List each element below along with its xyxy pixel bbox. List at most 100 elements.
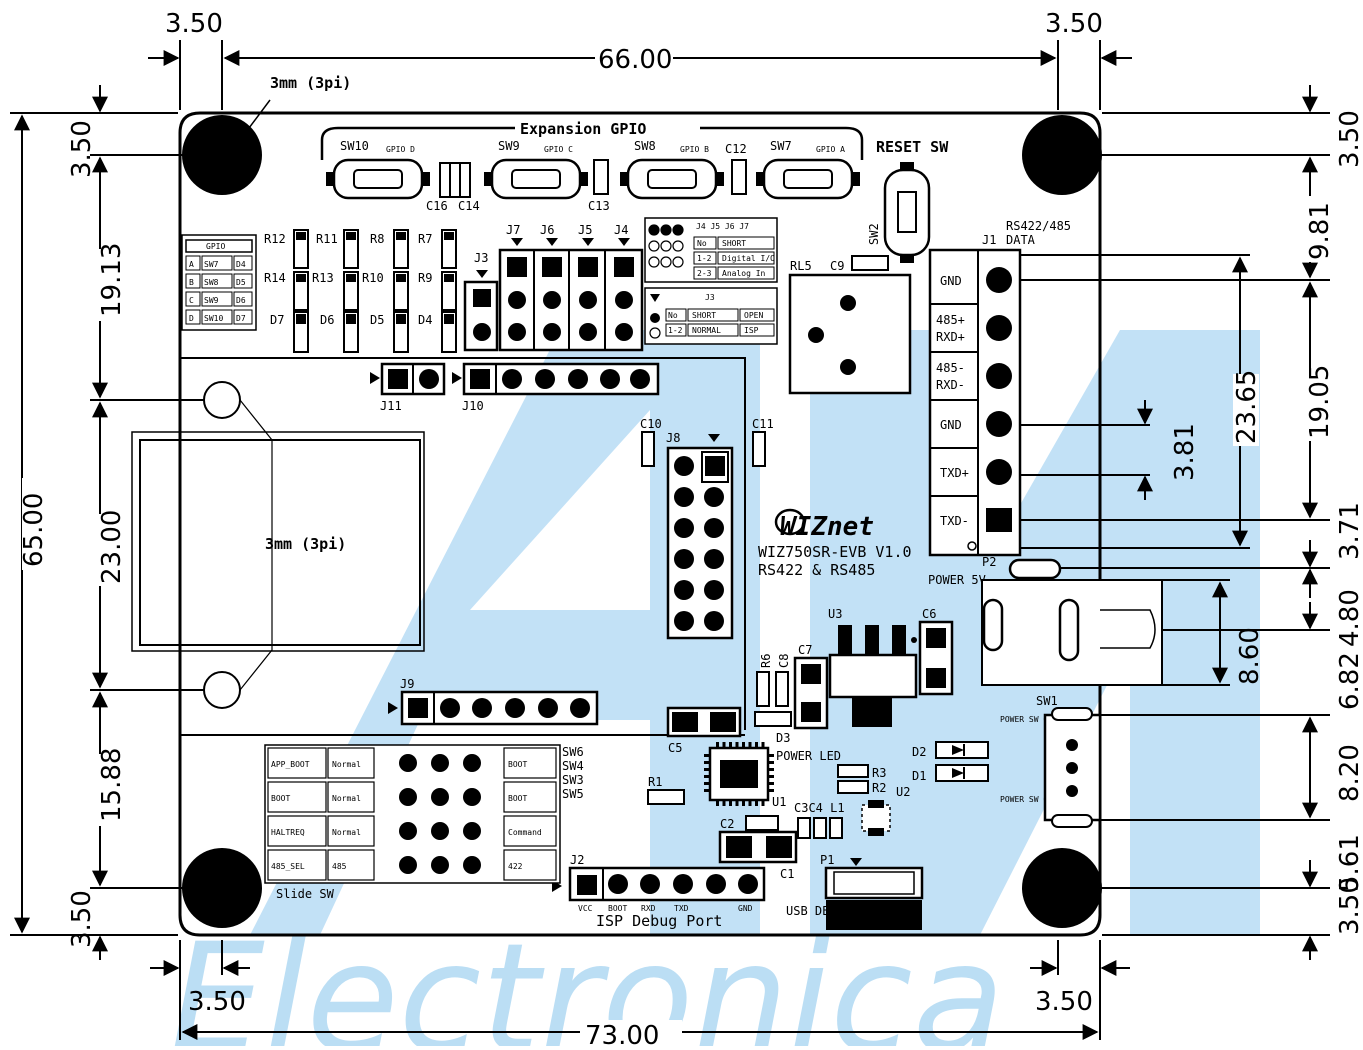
svg-text:R13: R13 <box>312 271 334 285</box>
svg-text:D1: D1 <box>912 769 926 783</box>
svg-text:3.50: 3.50 <box>1335 110 1363 168</box>
legend-header: J4 J5 J6 J7 <box>696 222 749 231</box>
svg-text:D7: D7 <box>270 313 284 327</box>
j8-pins <box>674 451 729 631</box>
pin <box>630 369 650 389</box>
svg-text:R9: R9 <box>418 271 432 285</box>
slide-right: BOOT <box>508 794 527 803</box>
svg-text:19.13: 19.13 <box>97 243 127 317</box>
terminal-label: RXD- <box>936 378 965 392</box>
svg-text:Expansion GPIO: Expansion GPIO <box>520 120 646 138</box>
usb-connector: P1 USB DEBUG <box>786 853 924 930</box>
slide-left: Normal <box>332 760 361 769</box>
power-switch: SW1 POWER SW OFF POWER SW ON <box>1000 694 1102 828</box>
svg-text:73.00: 73.00 <box>585 1021 659 1046</box>
svg-text:U3: U3 <box>828 607 842 621</box>
power-jack: POWER 5V P2 <box>928 555 1163 686</box>
svg-text:C11: C11 <box>752 417 774 431</box>
svg-text:3.50: 3.50 <box>165 9 223 39</box>
svg-text:SW2: SW2 <box>867 223 881 245</box>
svg-text:J3: J3 <box>474 251 488 265</box>
svg-text:DATA: DATA <box>1006 233 1036 247</box>
resistor-parts <box>293 229 457 353</box>
svg-text:J5: J5 <box>578 223 592 237</box>
svg-text:USB DEBUG: USB DEBUG <box>786 904 851 918</box>
reset-switch: RESET SW SW2 <box>867 138 949 263</box>
svg-text:R1: R1 <box>648 775 662 789</box>
switch-gpio: GPIO C <box>544 145 573 154</box>
svg-text:9.81: 9.81 <box>1305 202 1335 260</box>
slide-name: APP_BOOT <box>271 760 310 769</box>
gpio-cell: B <box>189 278 194 287</box>
pin <box>986 363 1012 389</box>
svg-text:65.00: 65.00 <box>19 493 49 567</box>
pin <box>704 487 724 507</box>
slide-name: 485_SEL <box>271 862 305 871</box>
svg-text:C9: C9 <box>830 259 844 273</box>
svg-text:GPIO: GPIO <box>206 242 225 251</box>
gpio-cell: D7 <box>236 314 246 323</box>
svg-text:19.05: 19.05 <box>1305 365 1335 439</box>
pin <box>543 291 561 309</box>
svg-text:5.61: 5.61 <box>1335 834 1363 892</box>
svg-text:C3C4 L1: C3C4 L1 <box>794 801 845 815</box>
svg-text:SW1: SW1 <box>1036 694 1058 708</box>
terminal-label: TXD- <box>940 514 969 528</box>
pin <box>704 580 724 600</box>
svg-text:4.80: 4.80 <box>1335 589 1363 647</box>
isp-pin-label: GND <box>738 904 753 913</box>
pin <box>615 291 633 309</box>
slide-pin <box>431 856 449 874</box>
slide-right: 422 <box>508 862 523 871</box>
mounting-holes <box>182 99 1102 928</box>
pin <box>704 549 724 569</box>
c5-part: C5 <box>666 706 742 755</box>
svg-text:C13: C13 <box>588 199 610 213</box>
pin <box>508 291 526 309</box>
svg-text:J11: J11 <box>380 399 402 413</box>
svg-text:P1: P1 <box>820 853 834 867</box>
slide-pin <box>431 754 449 772</box>
pin-square <box>614 257 634 277</box>
svg-text:R6: R6 <box>759 654 773 668</box>
terminal-label: GND <box>940 418 962 432</box>
svg-text:C6: C6 <box>922 607 936 621</box>
u1-pins <box>704 742 774 806</box>
gpio-cell: D6 <box>236 296 246 305</box>
slide-right: Command <box>508 828 542 837</box>
svg-text:R11: R11 <box>316 232 338 246</box>
slide-ref: SW4 <box>562 759 584 773</box>
rl5-part: RL5 C9 <box>788 255 912 395</box>
svg-text:C8: C8 <box>777 654 791 668</box>
j9-pins <box>408 692 590 724</box>
svg-text:D4: D4 <box>418 313 432 327</box>
svg-text:C7: C7 <box>798 643 812 657</box>
slide-pin <box>399 788 417 806</box>
gpio-cell: SW10 <box>204 314 223 323</box>
pin <box>674 456 694 476</box>
terminal-label: 485- <box>936 361 965 375</box>
svg-text:D5: D5 <box>370 313 384 327</box>
pin-square <box>507 257 527 277</box>
pin <box>986 267 1012 293</box>
gpio-cell: SW8 <box>204 278 219 287</box>
terminal-label: TXD+ <box>940 466 969 480</box>
switch-ref: SW7 <box>770 139 792 153</box>
svg-text:R2: R2 <box>872 781 886 795</box>
pin <box>986 411 1012 437</box>
svg-text:J10: J10 <box>462 399 484 413</box>
svg-text:D6: D6 <box>320 313 334 327</box>
pin <box>674 487 694 507</box>
pin <box>440 698 460 718</box>
svg-text:C1: C1 <box>780 867 794 881</box>
svg-text:3.50: 3.50 <box>1045 9 1103 39</box>
svg-text:C12: C12 <box>725 142 747 156</box>
switch-gpio: GPIO D <box>386 145 415 154</box>
pin <box>568 369 588 389</box>
gpio-cell: SW7 <box>204 260 219 269</box>
pin <box>674 518 694 538</box>
legend-cell: 1-2 <box>697 254 712 263</box>
terminal-block: RS422/485 J1 DATA <box>928 219 1071 557</box>
